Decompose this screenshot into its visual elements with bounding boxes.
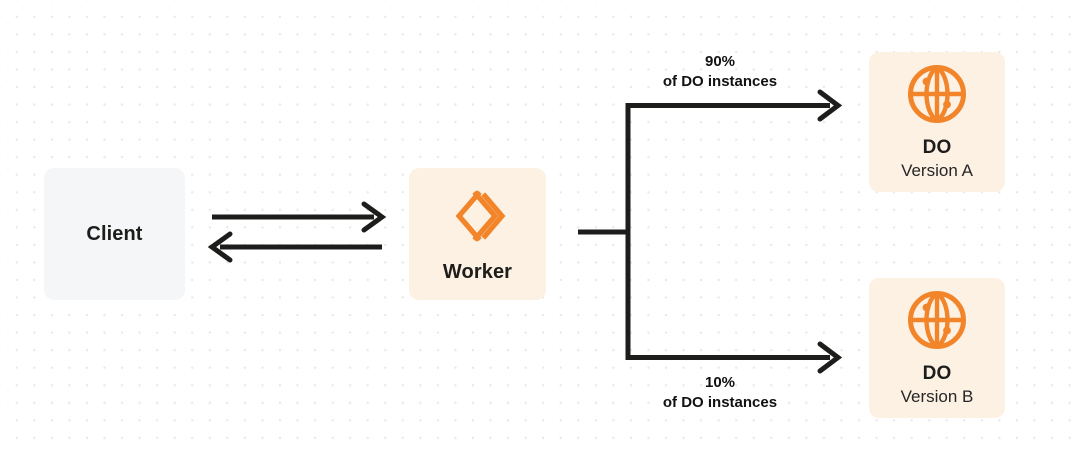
edge-worker-to-client — [207, 231, 382, 263]
edge-worker-branch-trunk — [578, 103, 631, 360]
node-worker-title: Worker — [442, 260, 513, 283]
node-do-b-subtitle: Version B — [900, 386, 974, 406]
edge-worker-to-do-b — [626, 341, 843, 374]
edge-label-do-b-percent: 10% — [704, 374, 736, 391]
node-do-version-b[interactable]: DO Version B — [869, 278, 1005, 418]
node-do-b-title: DO — [922, 362, 952, 384]
node-client-title: Client — [86, 222, 143, 245]
globe-icon — [906, 63, 968, 125]
cloudflare-workers-icon — [447, 185, 509, 247]
edge-label-do-a-percent: 90% — [704, 53, 736, 70]
node-do-a-title: DO — [922, 136, 952, 158]
edge-client-to-worker — [212, 201, 387, 233]
node-worker[interactable]: Worker — [409, 168, 546, 300]
edge-label-do-b: 10% of DO instances — [600, 373, 840, 414]
node-client[interactable]: Client — [44, 168, 185, 300]
edge-label-do-a: 90% of DO instances — [600, 52, 840, 93]
globe-icon — [906, 289, 968, 351]
node-do-version-a[interactable]: DO Version A — [869, 52, 1005, 192]
node-do-a-subtitle: Version A — [901, 160, 973, 180]
edge-worker-to-do-a — [626, 89, 843, 122]
edge-label-do-b-caption: of DO instances — [662, 394, 778, 412]
edge-label-do-a-caption: of DO instances — [662, 73, 778, 91]
